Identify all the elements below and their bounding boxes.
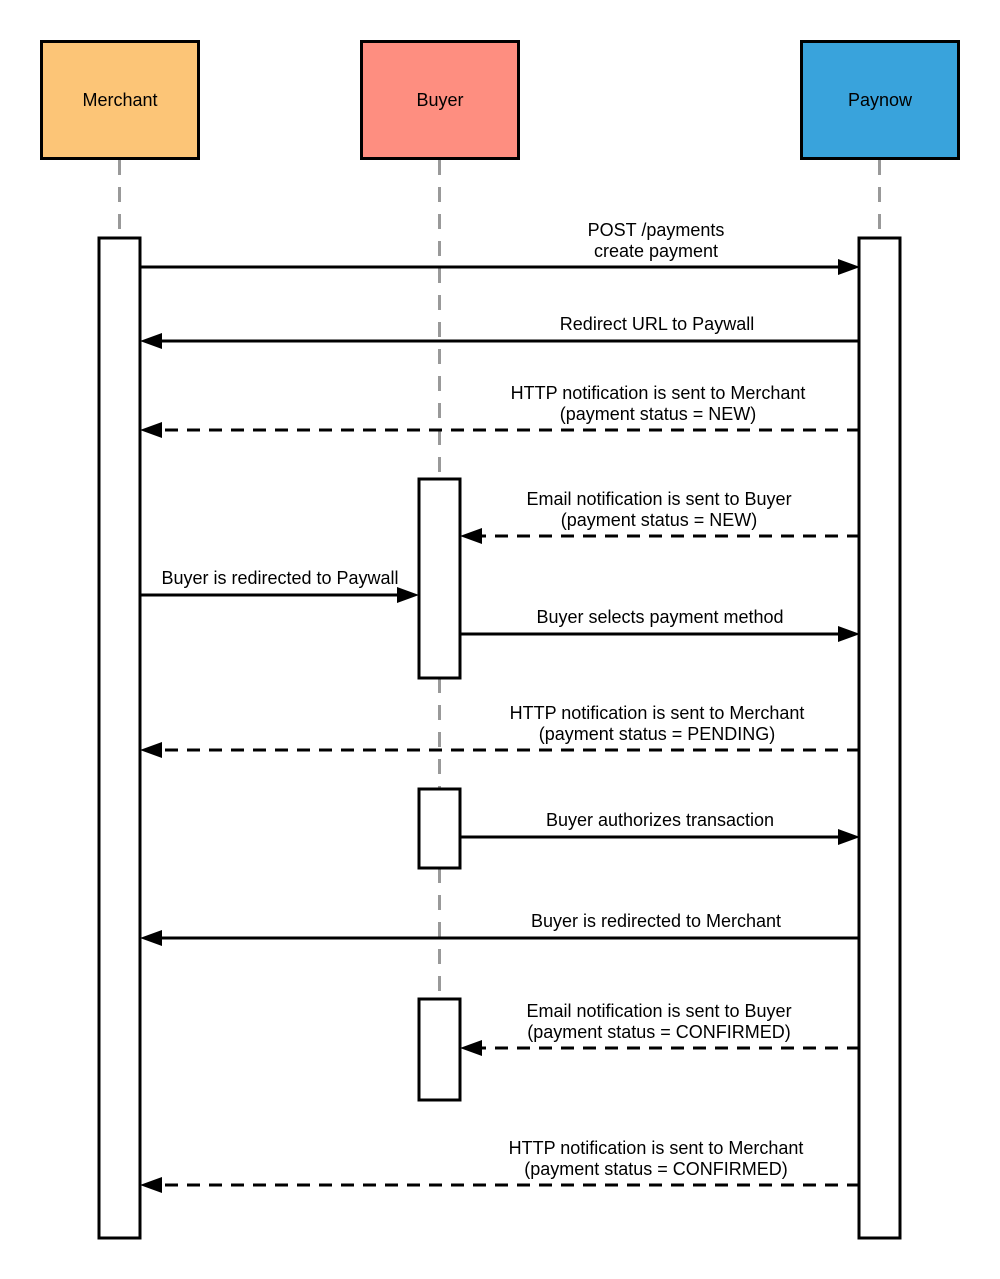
message-text: Email notification is sent to Buyer xyxy=(526,489,792,509)
message-text: Redirect URL to Paywall xyxy=(559,314,755,334)
actor-label-paynow: Paynow xyxy=(847,89,913,110)
message-label-redirect-url: Redirect URL to Paywall xyxy=(560,314,754,335)
actor-box-paynow: Paynow xyxy=(800,40,960,160)
message-text: create payment xyxy=(593,241,719,261)
actor-label-merchant: Merchant xyxy=(82,89,158,110)
message-text: Buyer is redirected to Paywall xyxy=(161,568,399,588)
message-label-create-payment: POST /payments create payment xyxy=(588,220,725,262)
message-text: POST /payments xyxy=(587,220,725,240)
message-text: (payment status = CONFIRMED) xyxy=(524,1159,788,1179)
message-text: Buyer authorizes transaction xyxy=(545,810,775,830)
message-text: (payment status = CONFIRMED) xyxy=(527,1022,791,1042)
arrowhead-2 xyxy=(140,333,162,349)
arrowhead-8 xyxy=(838,829,860,845)
actor-box-merchant: Merchant xyxy=(40,40,200,160)
message-label-http-pending: HTTP notification is sent to Merchant (p… xyxy=(510,703,805,745)
message-text: (payment status = NEW) xyxy=(559,404,757,424)
message-text: HTTP notification is sent to Merchant xyxy=(508,1138,804,1158)
message-label-email-new: Email notification is sent to Buyer (pay… xyxy=(526,489,791,531)
arrowhead-6 xyxy=(838,626,860,642)
message-text: Buyer selects payment method xyxy=(536,607,784,627)
message-text: (payment status = PENDING) xyxy=(538,724,776,744)
message-label-buyer-redirect-merchant: Buyer is redirected to Merchant xyxy=(531,911,781,932)
arrowhead-1 xyxy=(838,259,860,275)
message-label-buyer-redirect-paywall: Buyer is redirected to Paywall xyxy=(161,568,398,589)
message-text: Buyer is redirected to Merchant xyxy=(530,911,782,931)
arrowhead-10 xyxy=(460,1040,482,1056)
message-label-authorize-transaction: Buyer authorizes transaction xyxy=(546,810,774,831)
activation-bar-buyer xyxy=(417,787,462,870)
arrowhead-3 xyxy=(140,422,162,438)
message-text: Email notification is sent to Buyer xyxy=(526,1001,792,1021)
activation-bar-paynow xyxy=(857,236,902,1240)
actor-label-buyer: Buyer xyxy=(416,89,464,110)
arrowhead-4 xyxy=(460,528,482,544)
arrowhead-7 xyxy=(140,742,162,758)
activation-bar-buyer xyxy=(417,997,462,1102)
message-label-email-confirmed: Email notification is sent to Buyer (pay… xyxy=(526,1001,791,1043)
message-label-select-payment-method: Buyer selects payment method xyxy=(536,607,783,628)
message-label-http-confirmed: HTTP notification is sent to Merchant (p… xyxy=(509,1138,804,1180)
message-label-http-new: HTTP notification is sent to Merchant (p… xyxy=(511,383,806,425)
message-text: (payment status = NEW) xyxy=(560,510,758,530)
activation-bar-buyer xyxy=(417,477,462,680)
message-text: HTTP notification is sent to Merchant xyxy=(510,383,806,403)
activation-bar-merchant xyxy=(97,236,142,1240)
arrowhead-5 xyxy=(397,587,419,603)
arrowhead-11 xyxy=(140,1177,162,1193)
arrowhead-9 xyxy=(140,930,162,946)
message-text: HTTP notification is sent to Merchant xyxy=(509,703,805,723)
actor-box-buyer: Buyer xyxy=(360,40,520,160)
